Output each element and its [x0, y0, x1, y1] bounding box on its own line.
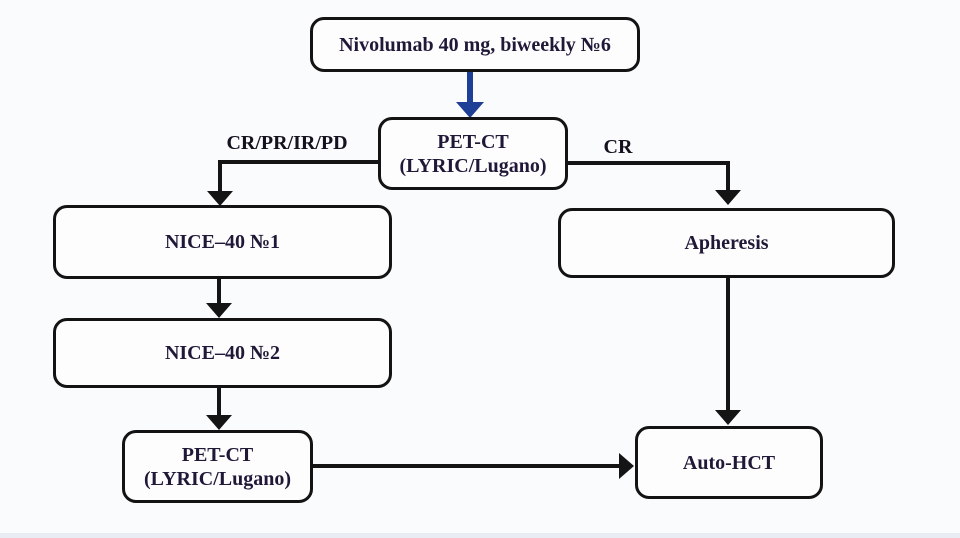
bottom-edge-shade	[0, 533, 960, 538]
node-petct-bottom: PET-CT (LYRIC/Lugano)	[122, 430, 313, 503]
node-petct-top: PET-CT (LYRIC/Lugano)	[378, 117, 568, 190]
node-petct-bottom-line2: (LYRIC/Lugano)	[143, 467, 292, 490]
node-nivolumab: Nivolumab 40 mg, biweekly №6	[310, 17, 640, 72]
arrow-petct-bottom-to-autohct	[313, 453, 634, 479]
node-petct-top-line1: PET-CT	[437, 130, 509, 153]
node-nivolumab-label: Nivolumab 40 mg, biweekly №6	[339, 33, 611, 56]
edge-label-cr-pr-ir-pd: CR/PR/IR/PD	[226, 132, 348, 154]
arrow-nice2-to-petct-bottom	[206, 388, 232, 430]
arrow-petct-to-apheresis	[568, 161, 741, 205]
node-apheresis: Apheresis	[558, 208, 895, 278]
arrow-apheresis-to-autohct	[715, 278, 741, 425]
node-nice1: NICE–40 №1	[53, 205, 392, 279]
node-petct-bottom-line1: PET-CT	[181, 443, 254, 466]
arrow-nice1-to-nice2	[206, 279, 232, 318]
arrow-petct-to-nice1	[207, 160, 378, 206]
node-nice1-label: NICE–40 №1	[164, 231, 281, 253]
node-auto-hct-label: Auto-HCT	[682, 451, 776, 474]
node-petct-top-line2: (LYRIC/Lugano)	[399, 154, 547, 177]
edge-label-cr: CR	[603, 136, 633, 158]
node-nice2: NICE–40 №2	[53, 318, 392, 388]
node-nice2-label: NICE–40 №2	[164, 342, 281, 364]
node-apheresis-label: Apheresis	[684, 232, 769, 254]
node-auto-hct: Auto-HCT	[635, 426, 823, 499]
arrow-nivolumab-to-petct	[456, 72, 484, 118]
